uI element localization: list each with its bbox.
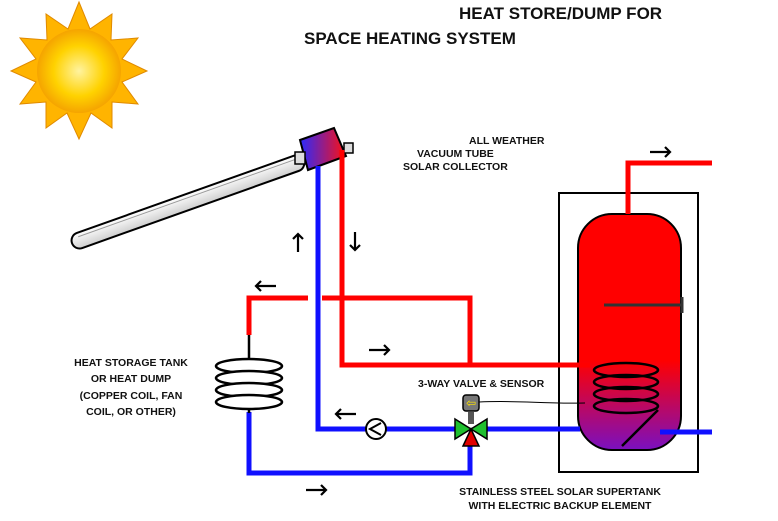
heat-dump-label-4: COIL, OR OTHER): [86, 406, 176, 418]
collector-label-3: SOLAR COLLECTOR: [403, 161, 508, 173]
title-line2: SPACE HEATING SYSTEM: [304, 29, 516, 48]
sun-icon: [9, 0, 149, 141]
tank-body: [577, 213, 682, 451]
hot-pipes: [246, 150, 712, 368]
cold-pipes: [246, 166, 712, 476]
heat-dump-label-1: HEAT STORAGE TANK: [74, 357, 188, 369]
collector-icon: [70, 126, 354, 250]
valve-icon: [454, 412, 488, 447]
svg-text:⇦: ⇦: [466, 396, 476, 410]
pump-icon: [365, 418, 387, 440]
tank-label-2: WITH ELECTRIC BACKUP ELEMENT: [468, 500, 652, 512]
title-line1: HEAT STORE/DUMP FOR: [459, 4, 663, 23]
collector-label-2: VACUUM TUBE: [417, 148, 494, 160]
collector-label-1: ALL WEATHER: [469, 135, 545, 147]
coil-icon: [214, 335, 284, 413]
arrow-icon: [254, 146, 672, 496]
sensor-icon: ⇦: [462, 394, 586, 412]
tank-label-1: STAINLESS STEEL SOLAR SUPERTANK: [459, 486, 661, 498]
heat-dump-label-3: (COPPER COIL, FAN: [79, 390, 183, 402]
heat-dump-label-2: OR HEAT DUMP: [90, 373, 172, 385]
valve-label: 3-WAY VALVE & SENSOR: [418, 378, 545, 390]
tank-coil-icon: [592, 361, 660, 447]
